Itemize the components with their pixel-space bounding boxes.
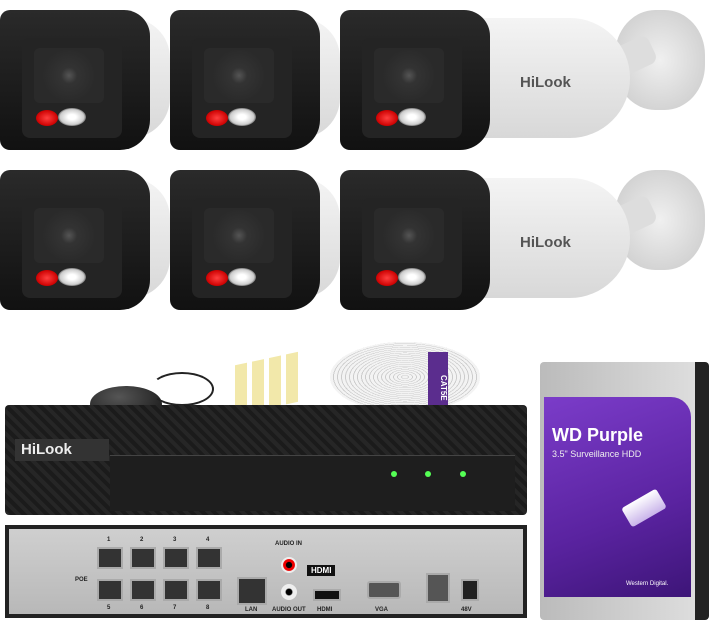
hdmi-label: HDMI [317,607,333,613]
poe-port [196,579,222,601]
camera-face [192,38,292,138]
ir-led [36,270,58,286]
ir-led [206,270,228,286]
hdd: WD Purple 3.5" Surveillance HDD Western … [540,362,709,620]
bullet-camera [170,170,340,320]
camera-face [362,198,462,298]
audio-out-label: AUDIO OUT [272,607,306,613]
nvr-back: POE 1 2 3 4 5 6 7 8 LAN AUDIO IN AUDIO OUT HDMI… [5,525,527,618]
vga-label: VGA [375,607,389,613]
led-icon [460,471,466,477]
ir-led [206,110,228,126]
nvr-front: HiLook [5,405,527,515]
poe-port [163,547,189,569]
hdd-label: WD Purple 3.5" Surveillance HDD Western … [544,397,691,597]
vga-port [367,581,401,599]
poe-port-number: 8 [206,605,210,611]
camera-icon [621,488,667,528]
ir-led [36,110,58,126]
poe-port-number: 4 [206,537,210,543]
hdmi-port [313,589,341,601]
poe-port [130,547,156,569]
ir-led [376,110,398,126]
poe-port [163,579,189,601]
lens-icon [34,208,104,263]
hdd-maker: Western Digital. [626,581,669,587]
cable-coil [330,342,480,412]
lens-icon [374,48,444,103]
bullet-camera [0,170,170,320]
poe-port-number: 6 [140,605,144,611]
lens-icon [34,48,104,103]
lan-port [237,577,267,605]
white-led [398,268,426,286]
hdd-title: WD Purple [552,425,644,445]
nvr-panel [110,455,515,511]
nvr-logo: HiLook [15,439,109,461]
audio-in-jack [281,557,297,573]
camera-mount [591,10,705,130]
bullet-camera [0,10,170,160]
lens-icon [374,208,444,263]
camera-face [192,198,292,298]
white-led [58,108,86,126]
poe-port-number: 5 [107,605,111,611]
poe-port-number: 2 [140,537,144,543]
camera-logo: HiLook [520,74,571,91]
white-led [228,108,256,126]
camera-face [22,38,122,138]
bullet-camera: HiLook [340,10,630,160]
hdd-subtitle: 3.5" Surveillance HDD [552,449,642,459]
bullet-camera: HiLook [340,170,630,320]
poe-label: POE [75,577,88,583]
camera-face [362,38,462,138]
camera-logo: HiLook [520,234,571,251]
mouse-cable [150,372,214,406]
led-icon [391,471,397,477]
white-led [398,108,426,126]
white-led [228,268,256,286]
poe-port [97,547,123,569]
power-jack [461,579,479,601]
lan-label: LAN [245,607,258,613]
camera-face [22,198,122,298]
power-label: 48V [461,607,472,613]
poe-port-number: 7 [173,605,177,611]
poe-port [97,579,123,601]
camera-mount [591,170,705,290]
poe-port-number: 3 [173,537,177,543]
poe-port-number: 1 [107,537,111,543]
bullet-camera [170,10,340,160]
audio-out-jack [281,584,297,600]
audio-in-label: AUDIO IN [275,541,302,547]
poe-port [196,547,222,569]
ir-led [376,270,398,286]
hdmi-badge: HDMI [307,565,336,576]
led-icon [425,471,431,477]
poe-port [130,579,156,601]
white-led [58,268,86,286]
lens-icon [204,48,274,103]
lens-icon [204,208,274,263]
usb-ports [426,573,450,603]
